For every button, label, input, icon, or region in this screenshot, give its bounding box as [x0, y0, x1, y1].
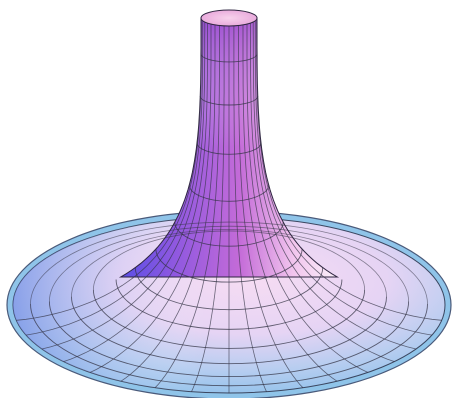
mesh-meridian-line: [238, 25, 304, 388]
mesh-meridian-line: [41, 22, 206, 350]
mesh-meridian-line: [63, 23, 208, 362]
mesh-meridian-line: [256, 19, 442, 321]
mesh-meridian-line: [120, 24, 216, 382]
top-rim: [200, 9, 258, 27]
mesh-meridian-line: [250, 23, 395, 362]
mesh-meridian-line: [154, 25, 220, 388]
mesh-meridian-line: [191, 25, 225, 392]
top-opening: [200, 9, 258, 27]
mesh-meridian-line: [233, 25, 267, 392]
mesh-meridian-line: [254, 20, 433, 336]
wireframe-mesh: [16, 19, 442, 393]
mesh-meridian-line: [252, 22, 417, 350]
mesh-meridian-line: [242, 24, 338, 382]
mesh-meridian-line: [16, 19, 202, 321]
mesh-meridian-line: [25, 20, 204, 336]
mesh-meridian-line: [90, 24, 212, 373]
mesh-meridian-line: [246, 24, 368, 373]
